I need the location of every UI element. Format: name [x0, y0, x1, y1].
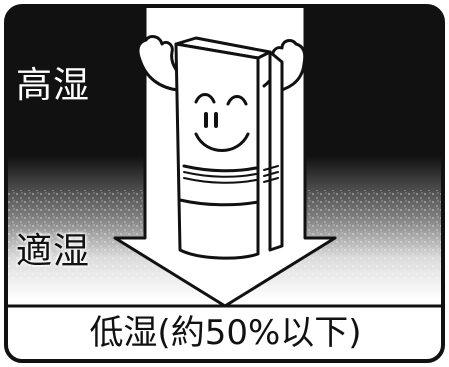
dehumidifier-mascot — [136, 35, 307, 260]
low-humidity-caption: 低湿(約50%以下) — [89, 313, 362, 353]
diagram-border — [4, 4, 445, 363]
high-humidity-label: 高湿 — [16, 65, 91, 106]
moderate-humidity-label: 適湿 — [16, 231, 91, 272]
